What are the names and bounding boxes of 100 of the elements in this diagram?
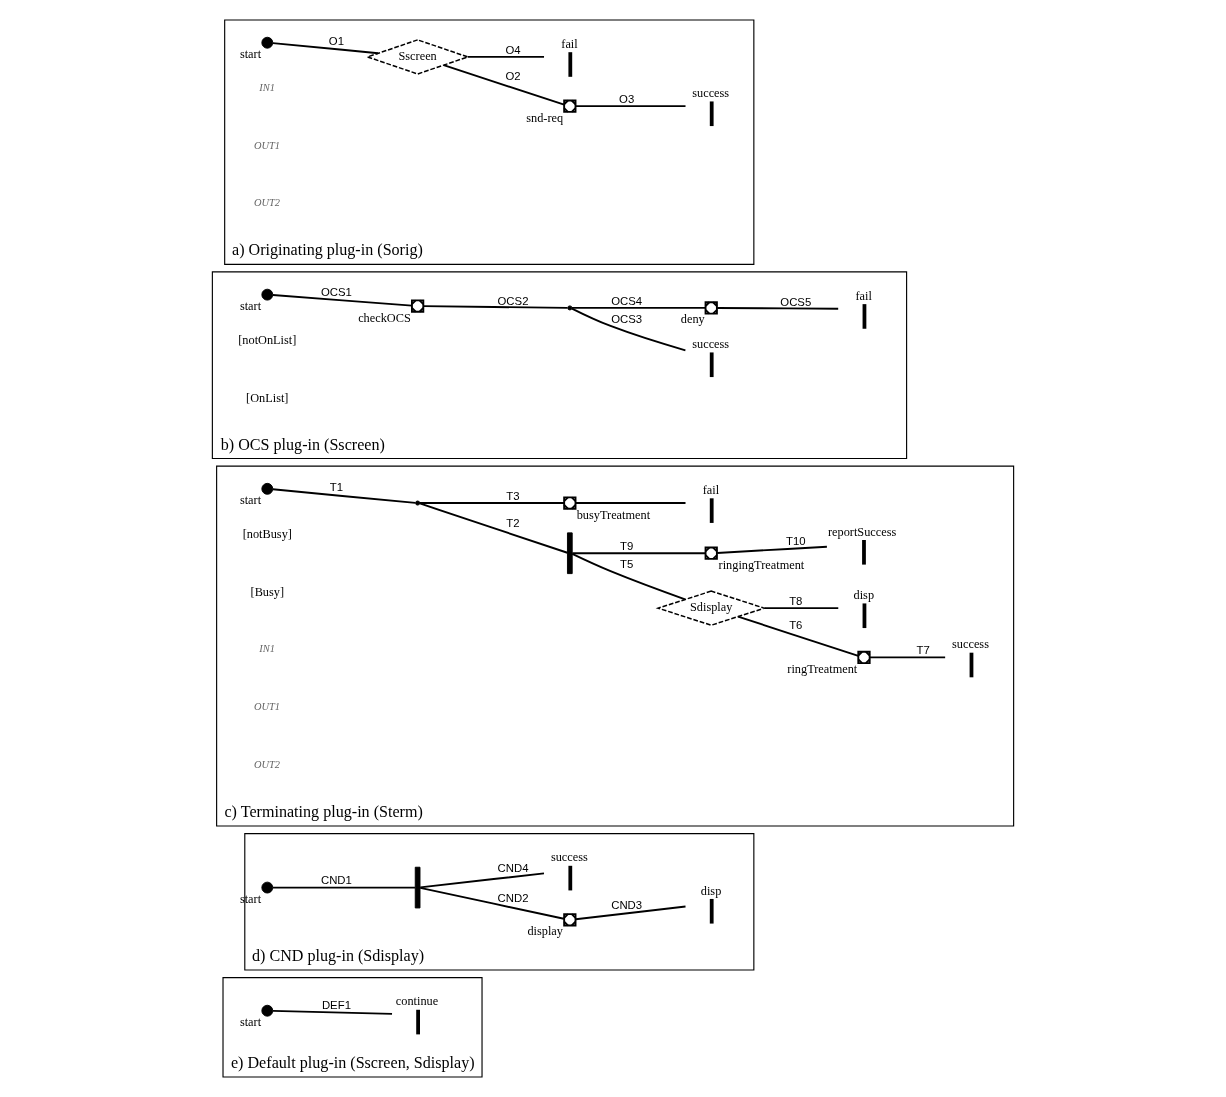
label: [notBusy]: [242, 527, 292, 542]
connector: [574, 105, 687, 108]
connector: [716, 307, 840, 310]
edge-label: O3: [619, 92, 635, 105]
node-circle: [261, 1004, 274, 1017]
node-label: success: [952, 637, 989, 652]
label: [Busy]: [250, 585, 285, 600]
connector: [422, 305, 569, 309]
node-box: [568, 865, 573, 891]
node-box: [416, 1009, 420, 1035]
label: IN1: [259, 81, 275, 93]
node-label: checkOCS: [358, 310, 411, 325]
node-label: success: [550, 850, 588, 865]
connector: [466, 55, 545, 58]
node-label: ringTreatment: [787, 661, 858, 676]
edge-label: OCS5: [780, 295, 812, 308]
connector: [271, 294, 413, 307]
node-point: [415, 500, 421, 506]
node-circle: [261, 288, 274, 301]
connector: [418, 502, 566, 504]
edge-label: OCS4: [611, 294, 643, 307]
edge-label: CND2: [497, 892, 529, 905]
connector: [419, 887, 565, 920]
node-label: fail: [702, 482, 720, 497]
node-label: start: [239, 493, 262, 508]
edge-label: T5: [620, 558, 634, 571]
node-label: fail: [855, 288, 872, 303]
label: OUT1: [254, 701, 281, 713]
connector: [571, 552, 707, 555]
edge-label: T2: [506, 517, 520, 530]
label: OUT2: [254, 759, 281, 771]
node-label: start: [239, 1015, 262, 1030]
node-box: [969, 652, 974, 678]
edge-label: CND1: [320, 874, 352, 887]
node-box: [709, 101, 714, 127]
edge-label: T3: [506, 489, 520, 502]
node-circle: [261, 36, 274, 49]
connector: [271, 488, 417, 504]
edge-label: T6: [789, 618, 803, 631]
label: OUT1: [254, 139, 281, 151]
node-box: [709, 498, 714, 523]
node-label: success: [692, 337, 730, 352]
node-label: busyTreatment: [576, 507, 651, 522]
node-label: deny: [680, 312, 705, 327]
label: IN1: [259, 643, 275, 655]
connector: [571, 306, 707, 309]
node-label: ringingTreatment: [718, 557, 805, 572]
connector: [419, 872, 545, 889]
label: [notOnList]: [238, 333, 297, 348]
node-box: [709, 898, 714, 924]
connector: [868, 656, 947, 659]
connector: [271, 886, 416, 889]
edge-label: CND3: [611, 898, 643, 911]
node-label: start: [239, 298, 262, 313]
connector: [763, 607, 840, 610]
node-box: [709, 352, 714, 378]
edge-label: T7: [916, 644, 930, 657]
edge-label: T10: [786, 535, 806, 548]
node-label: start: [239, 47, 262, 62]
connector: [716, 545, 828, 554]
edge-label: T1: [329, 481, 344, 494]
node-bar: [567, 532, 573, 575]
edge-label: OCS1: [320, 286, 352, 299]
node-point: [567, 305, 573, 311]
node-box: [862, 304, 867, 329]
connector: [571, 307, 687, 352]
connector: [271, 1009, 393, 1015]
node-bar: [414, 866, 421, 909]
edge-label: O1: [328, 35, 345, 48]
connector: [442, 64, 566, 106]
connector: [418, 502, 569, 554]
node-circle: [261, 881, 274, 894]
node-label: display: [527, 924, 563, 939]
node-diamond: Sscreen: [365, 39, 471, 75]
node-label: disp: [853, 588, 875, 603]
node-diamond: Sdisplay: [655, 590, 767, 626]
label: [OnList]: [246, 391, 289, 406]
connector: [574, 502, 687, 504]
edge-label: O2: [505, 70, 521, 83]
edge-label: OCS2: [497, 294, 529, 307]
connector: [571, 553, 687, 601]
edge-label: T9: [620, 540, 634, 553]
node-label: continue: [395, 994, 439, 1009]
edge-label: T8: [789, 594, 803, 607]
node-label: success: [692, 86, 730, 101]
node-label: disp: [700, 883, 722, 898]
node-label: reportSuccess: [827, 524, 897, 539]
connector: [574, 905, 687, 921]
node-box: [862, 603, 867, 629]
connector: [271, 42, 380, 55]
node-box: [568, 52, 573, 77]
node-circle: [261, 482, 274, 495]
label: OUT2: [254, 197, 281, 209]
edge-label: OCS3: [611, 312, 643, 325]
edge-label: DEF1: [321, 999, 351, 1012]
node-label: fail: [561, 36, 578, 51]
node-box: [862, 540, 866, 565]
edge-label: O4: [505, 43, 521, 56]
connector: [737, 615, 860, 657]
node-label: snd-req: [526, 110, 564, 125]
